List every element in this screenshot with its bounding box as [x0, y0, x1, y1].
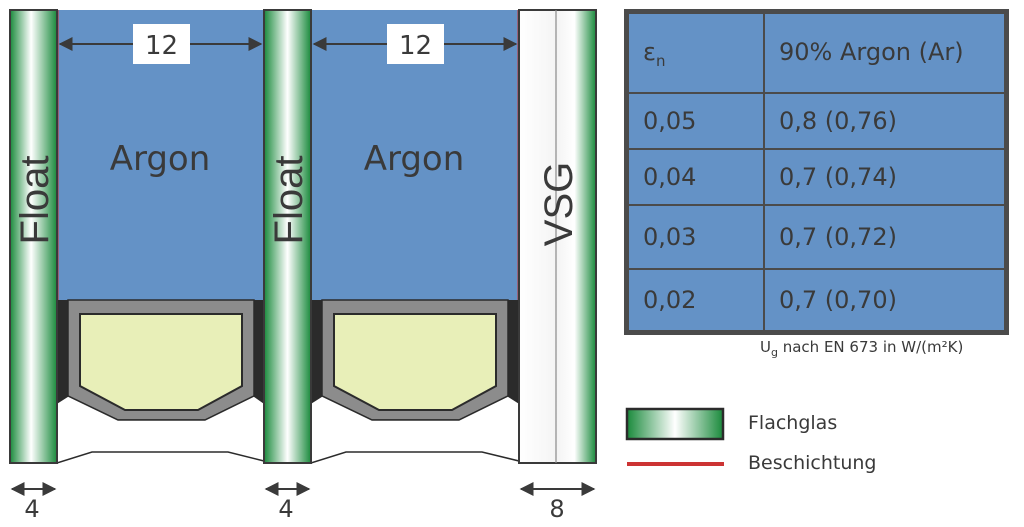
- dimension-label-pane-right: 8: [549, 495, 564, 523]
- emissivity-symbol: ε: [643, 38, 656, 66]
- table-cell-ug: 0,8 (0,76): [763, 92, 1006, 150]
- dimension-label-cavity-left: 12: [145, 31, 178, 61]
- dimension-label-cavity-right: 12: [399, 31, 432, 61]
- dimension-label-pane-left: 4: [24, 495, 39, 523]
- table-cell-ug: 0,7 (0,70): [763, 268, 1006, 332]
- gas-label-left: Argon: [110, 139, 211, 179]
- table-row: 0,04 0,7 (0,74): [627, 148, 1006, 206]
- caption-symbol: U: [760, 338, 771, 356]
- table-cell-ug: 0,7 (0,74): [763, 148, 1006, 206]
- dimension-box-cavity-right: [387, 24, 444, 64]
- spacer-left: [56, 299, 265, 465]
- table-cell-emissivity: 0,05: [627, 92, 765, 150]
- legend-swatches: [625, 407, 725, 466]
- table-header-gas-fill: 90% Argon (Ar): [763, 12, 1006, 94]
- table-header-emissivity: εn: [627, 12, 765, 94]
- dimension-label-pane-middle: 4: [278, 495, 293, 523]
- caption-text: nach EN 673 in W/(m²K): [777, 338, 964, 356]
- pane-label-middle: Float: [267, 156, 311, 245]
- glass-pane-middle: [263, 9, 312, 464]
- legend-label-coating: Beschichtung: [748, 452, 877, 474]
- table-header-row: εn 90% Argon (Ar): [627, 12, 1006, 94]
- caption-subscript: g: [770, 346, 778, 359]
- table-cell-ug: 0,7 (0,72): [763, 204, 1006, 270]
- glazing-cross-section: Float Float VSG Argon Argon 12 12 4 4 8: [9, 9, 597, 523]
- glass-pane-left: [9, 9, 58, 464]
- legend-label-flat-glass: Flachglas: [748, 412, 838, 434]
- legend-flat-glass-swatch: [625, 407, 725, 441]
- gas-label-right: Argon: [364, 139, 465, 179]
- dimension-box-cavity-left: [133, 24, 190, 64]
- pane-label-right: VSG: [537, 162, 581, 246]
- table-cell-emissivity: 0,02: [627, 268, 765, 332]
- table-cell-emissivity: 0,04: [627, 148, 765, 206]
- table-row: 0,05 0,8 (0,76): [627, 92, 1006, 150]
- spacer-right: [310, 299, 520, 465]
- emissivity-subscript: n: [655, 51, 666, 70]
- table-caption: Ug nach EN 673 in W/(m²K): [760, 338, 963, 359]
- table-row: 0,02 0,7 (0,70): [627, 268, 1006, 332]
- table-cell-emissivity: 0,03: [627, 204, 765, 270]
- glass-pane-right: [518, 9, 597, 464]
- table-row: 0,03 0,7 (0,72): [627, 204, 1006, 270]
- ug-value-table: εn 90% Argon (Ar) 0,05 0,8 (0,76) 0,04 0…: [624, 9, 1009, 335]
- pane-label-left: Float: [13, 156, 57, 245]
